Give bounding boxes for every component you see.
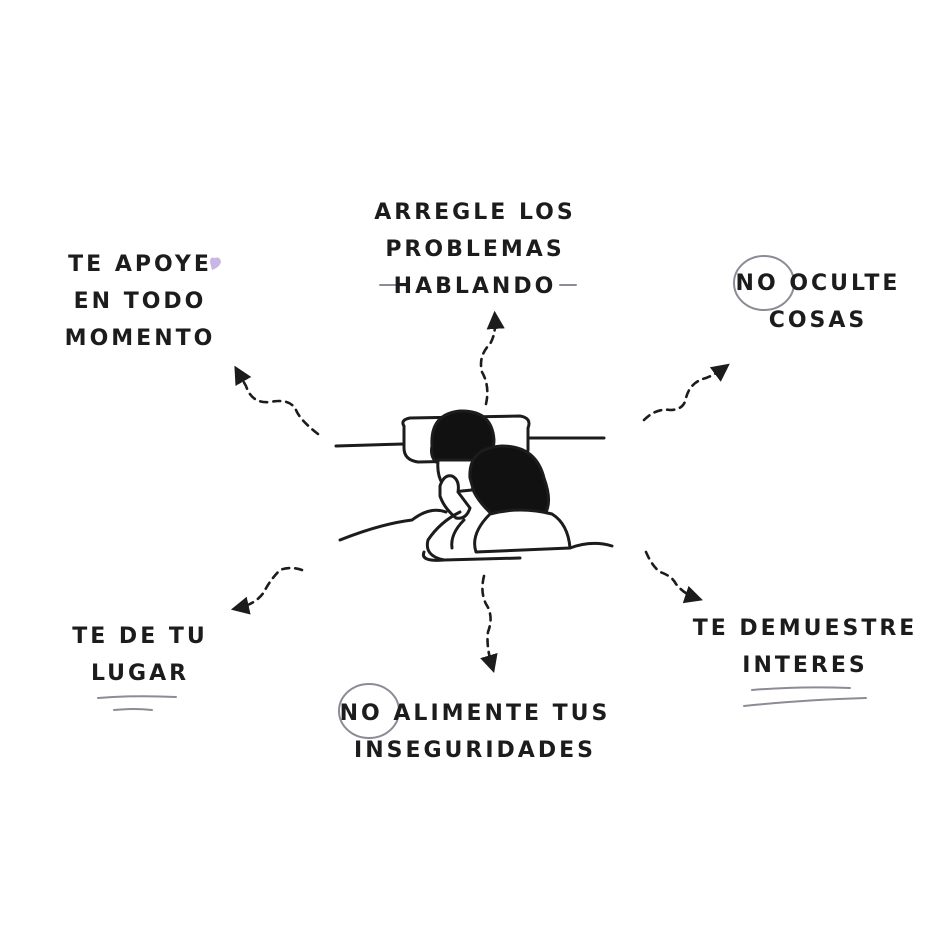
arrow-problemas xyxy=(479,310,505,406)
label-problemas-line-2: PROBLEMAS xyxy=(385,237,565,262)
arrow-interes xyxy=(644,550,703,604)
label-apoyo-line-3: MOMENTO xyxy=(64,326,216,351)
label-inseguridades: NO ALIMENTE TUS INSEGURIDADES xyxy=(330,695,620,769)
label-ocultar: NO OCULTE COSAS xyxy=(728,265,908,339)
arrow-apoyo xyxy=(234,365,320,436)
arrow-lugar xyxy=(230,566,304,615)
couple-in-bed-illustration xyxy=(334,409,614,562)
label-lugar-line-2: LUGAR xyxy=(90,661,190,686)
arrow-inseguridades xyxy=(480,574,498,673)
circle-highlight-ocultar xyxy=(733,255,795,311)
circle-highlight-inseguridades xyxy=(338,683,400,739)
label-apoyo: TE APOYE EN TODO MOMENTO xyxy=(40,246,240,357)
label-apoyo-line-2: EN TODO xyxy=(73,289,207,314)
label-problemas: ARREGLE LOS PROBLEMAS HABLANDO xyxy=(365,194,585,305)
label-apoyo-line-1: TE APOYE xyxy=(68,252,212,277)
underline-interes xyxy=(743,686,867,707)
label-ocultar-line-2: COSAS xyxy=(768,308,868,333)
label-ocultar-line-1: NO OCULTE xyxy=(735,271,901,296)
heart-icon xyxy=(210,257,221,270)
label-inseguridades-line-2: INSEGURIDADES xyxy=(354,738,596,763)
label-interes: TE DEMUESTRE INTERES xyxy=(690,610,920,684)
label-interes-line-1: TE DEMUESTRE xyxy=(692,616,918,641)
label-problemas-line-3: HABLANDO xyxy=(393,274,557,299)
label-inseguridades-line-1: NO ALIMENTE TUS xyxy=(339,701,611,726)
arrow-ocultar xyxy=(642,363,730,422)
underline-lugar xyxy=(97,695,177,711)
label-lugar-line-1: TE DE TU xyxy=(72,624,208,649)
label-interes-line-2: INTERES xyxy=(742,653,868,678)
label-lugar: TE DE TU LUGAR xyxy=(55,618,225,692)
label-problemas-line-1: ARREGLE LOS xyxy=(374,200,576,225)
